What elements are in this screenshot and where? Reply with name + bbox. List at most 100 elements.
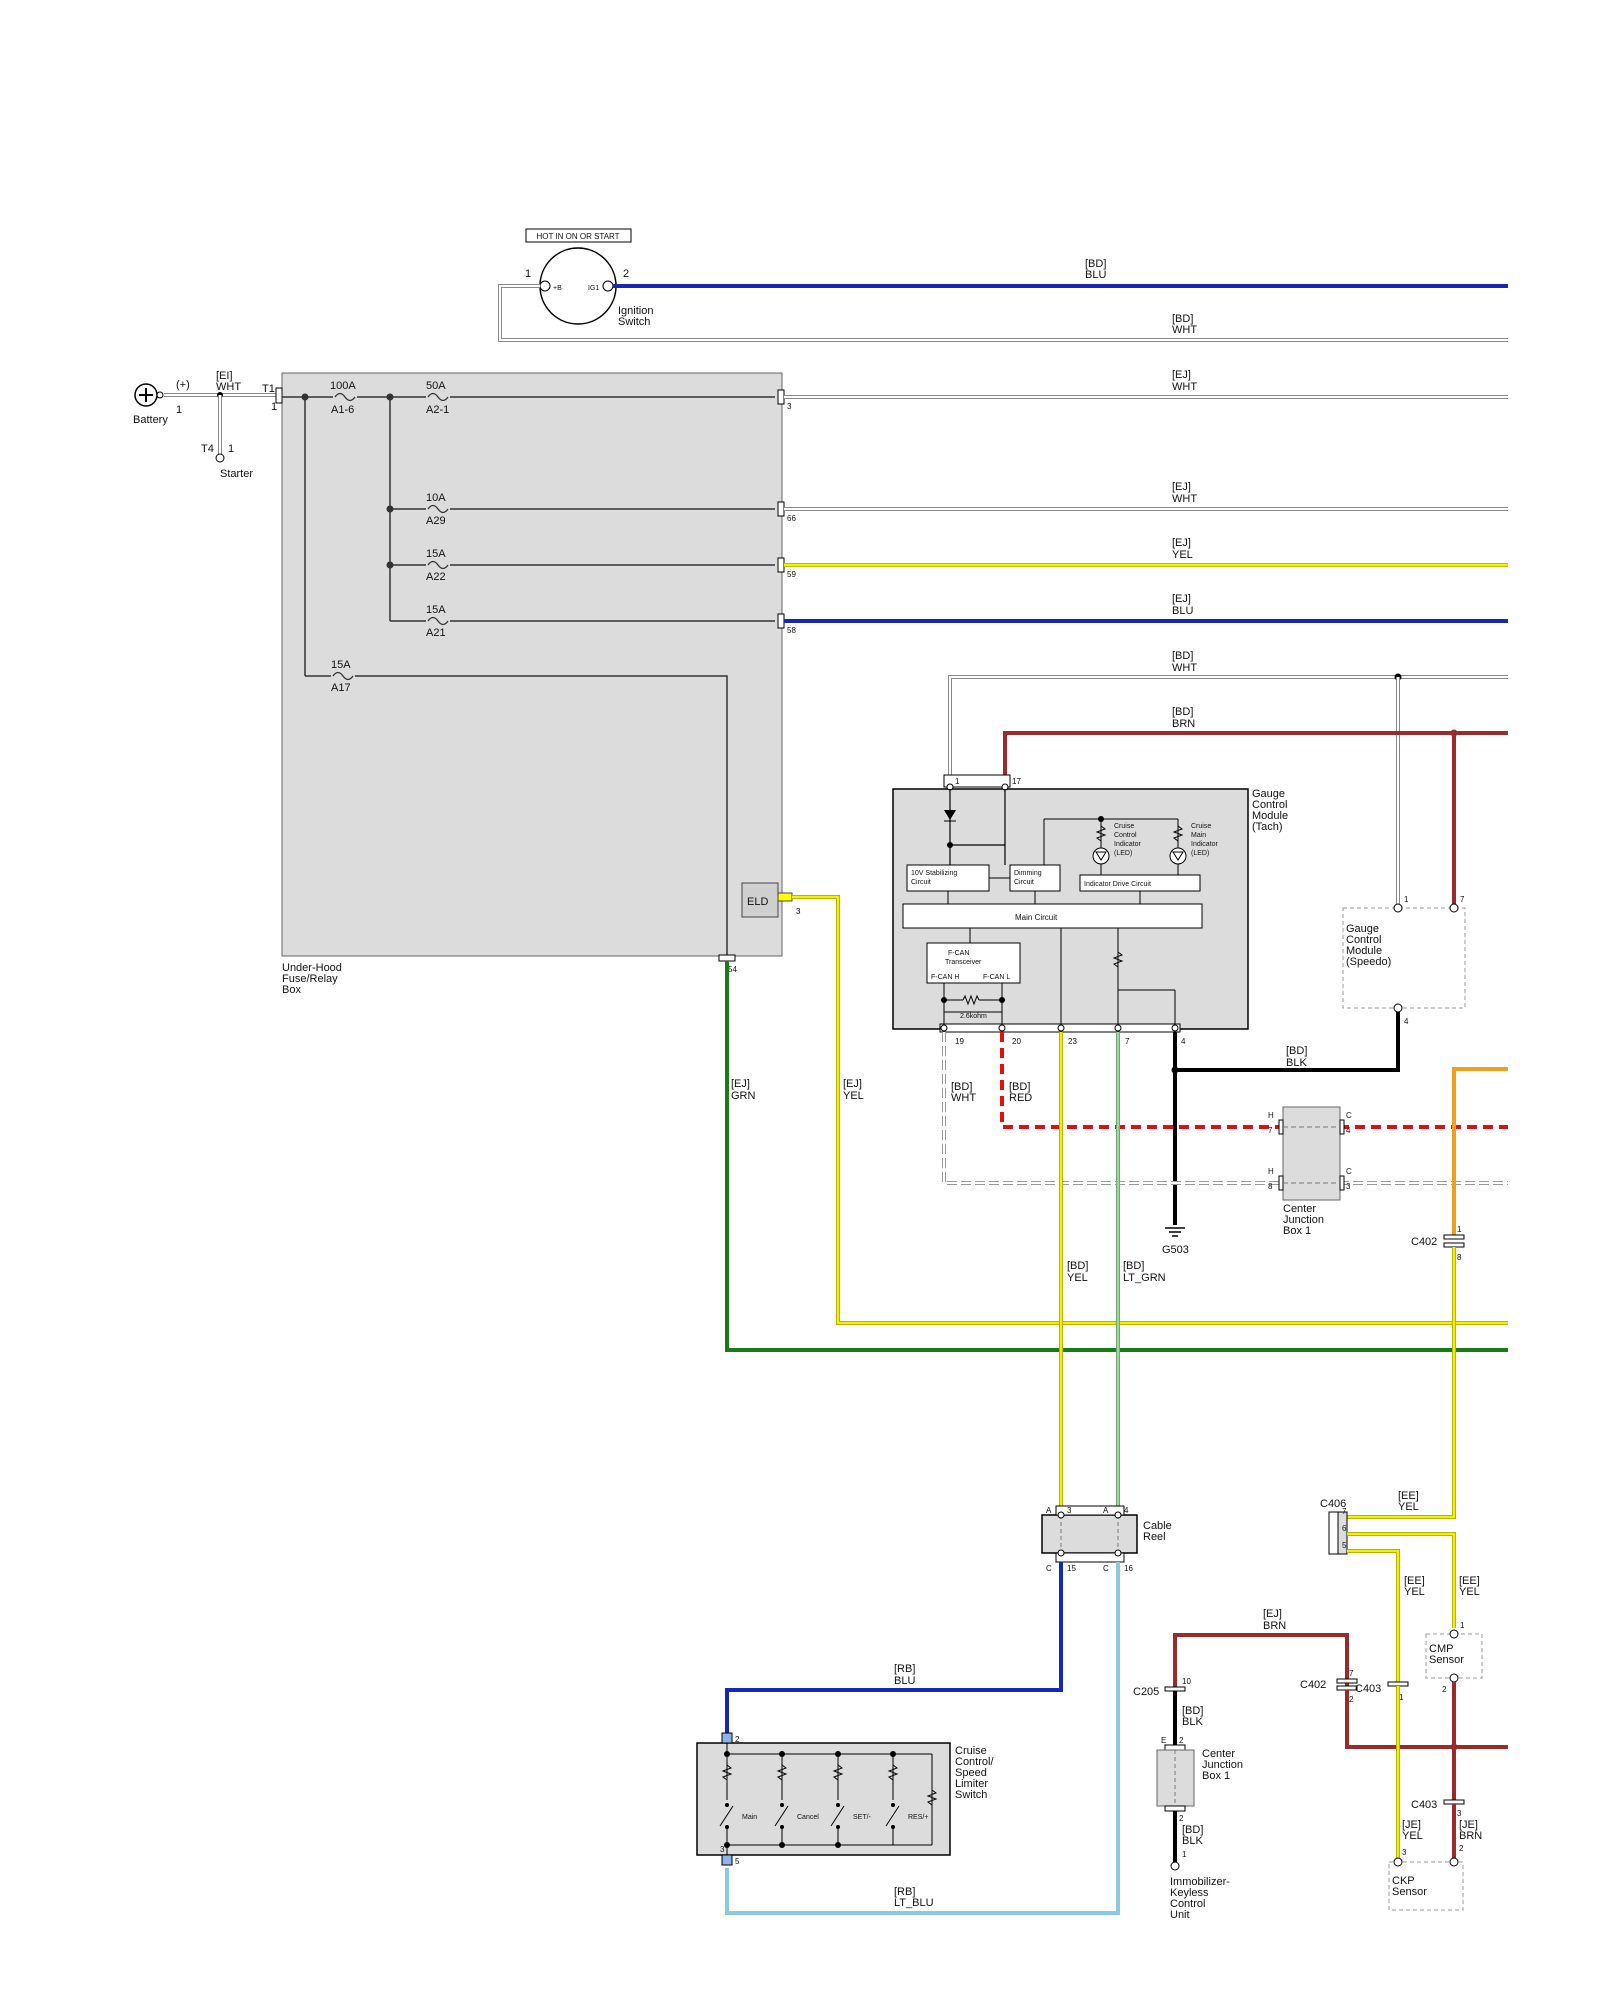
- svg-text:1: 1: [176, 404, 182, 416]
- svg-text:C402: C402: [1411, 1236, 1437, 1248]
- svg-text:Limiter: Limiter: [955, 1778, 988, 1790]
- svg-text:[EJ]: [EJ]: [731, 1078, 750, 1090]
- svg-text:20: 20: [1012, 1037, 1021, 1046]
- wire-bd-brn: [1003, 731, 1508, 785]
- svg-text:F-CAN: F-CAN: [948, 950, 969, 957]
- svg-text:A: A: [1103, 1506, 1109, 1515]
- svg-text:[EJ]: [EJ]: [843, 1078, 862, 1090]
- svg-text:A21: A21: [426, 627, 446, 639]
- svg-text:Junction: Junction: [1283, 1214, 1324, 1226]
- svg-text:Control: Control: [1114, 832, 1137, 839]
- svg-text:6: 6: [1342, 1524, 1347, 1533]
- svg-text:Circuit: Circuit: [1014, 879, 1034, 886]
- svg-text:Switch: Switch: [618, 316, 650, 328]
- svg-text:RES/+: RES/+: [908, 1814, 928, 1821]
- gauge-control-module-tach: 1 17 Gauge Control Module (Tach) 10V Sta…: [892, 774, 1288, 1046]
- fuse-a29: 10A A29: [426, 492, 450, 527]
- svg-text:[EJ]: [EJ]: [1172, 481, 1191, 493]
- svg-text:C: C: [1346, 1167, 1352, 1176]
- svg-text:Cruise: Cruise: [1191, 823, 1211, 830]
- svg-text:Sensor: Sensor: [1392, 1886, 1427, 1898]
- svg-text:[BD]: [BD]: [1067, 1260, 1088, 1272]
- svg-text:BRN: BRN: [1459, 1830, 1482, 1842]
- svg-text:2: 2: [1179, 1736, 1184, 1745]
- svg-text:BRN: BRN: [1263, 1620, 1286, 1632]
- svg-text:Indicator: Indicator: [1114, 841, 1142, 848]
- starter-terminal: [215, 453, 225, 463]
- svg-text:3: 3: [1067, 1506, 1072, 1515]
- svg-text:58: 58: [787, 626, 796, 635]
- svg-text:Starter: Starter: [220, 468, 253, 480]
- svg-text:[BD]: [BD]: [1172, 706, 1193, 718]
- svg-text:SET/-: SET/-: [853, 1814, 872, 1821]
- svg-text:BLK: BLK: [1286, 1057, 1307, 1069]
- svg-text:1: 1: [525, 268, 531, 280]
- svg-text:Indicator: Indicator: [1191, 841, 1219, 848]
- svg-text:Keyless: Keyless: [1170, 1887, 1209, 1899]
- svg-text:Main: Main: [1191, 832, 1206, 839]
- svg-text:59: 59: [787, 570, 796, 579]
- svg-text:C: C: [1346, 1111, 1352, 1120]
- svg-text:Switch: Switch: [955, 1789, 987, 1801]
- svg-text:7: 7: [1268, 1126, 1273, 1135]
- svg-text:10V Stabilizing: 10V Stabilizing: [911, 870, 957, 877]
- svg-text:[EJ]: [EJ]: [1172, 537, 1191, 549]
- svg-text:Control: Control: [1346, 934, 1381, 946]
- svg-text:Unit: Unit: [1170, 1909, 1190, 1921]
- svg-text:19: 19: [955, 1037, 964, 1046]
- svg-text:Indicator Drive Circuit: Indicator Drive Circuit: [1084, 881, 1151, 888]
- svg-text:1: 1: [271, 401, 277, 413]
- svg-text:16: 16: [1124, 1564, 1133, 1573]
- svg-text:CMP: CMP: [1429, 1643, 1453, 1655]
- svg-text:[EJ]: [EJ]: [1172, 593, 1191, 605]
- svg-text:Gauge: Gauge: [1252, 788, 1285, 800]
- svg-text:H: H: [1268, 1111, 1274, 1120]
- svg-text:5: 5: [735, 1857, 740, 1866]
- svg-text:LT_GRN: LT_GRN: [1123, 1272, 1166, 1284]
- connector-c205: C205 10: [1133, 1677, 1191, 1698]
- wire-rb-blu: [725, 1562, 1063, 1735]
- svg-text:Battery: Battery: [133, 414, 168, 426]
- svg-text:1: 1: [1182, 1850, 1187, 1859]
- connector-c402-upper: C402 1 8: [1411, 1225, 1465, 1262]
- svg-text:(+): (+): [176, 379, 190, 391]
- svg-text:[BD]: [BD]: [1182, 1705, 1203, 1717]
- svg-text:2: 2: [623, 268, 629, 280]
- svg-text:Box: Box: [282, 984, 301, 996]
- svg-text:7: 7: [1342, 1507, 1347, 1516]
- svg-text:T1: T1: [262, 383, 275, 395]
- svg-text:[BD]: [BD]: [1172, 650, 1193, 662]
- wire-ej-yel-eld: [792, 895, 1508, 1325]
- svg-text:Cable: Cable: [1143, 1520, 1172, 1532]
- svg-text:YEL: YEL: [1459, 1586, 1480, 1598]
- svg-text:[BD]: [BD]: [951, 1081, 972, 1093]
- svg-text:Gauge: Gauge: [1346, 923, 1379, 935]
- svg-text:7: 7: [1460, 895, 1465, 904]
- wire-bd-red: [1000, 1032, 1508, 1129]
- under-hood-fuse-box: T1 1 Under-Hood Fuse/Relay Box 100A A1-6…: [262, 372, 801, 996]
- svg-text:A: A: [1046, 1506, 1052, 1515]
- svg-text:WHT: WHT: [1172, 324, 1197, 336]
- svg-text:C: C: [1103, 1564, 1109, 1573]
- svg-text:2: 2: [1349, 1695, 1354, 1704]
- svg-text:BLU: BLU: [1085, 269, 1106, 281]
- svg-text:8: 8: [1268, 1182, 1273, 1191]
- svg-text:G503: G503: [1162, 1244, 1189, 1256]
- svg-text:C406: C406: [1320, 1498, 1346, 1510]
- svg-text:2: 2: [1442, 1685, 1447, 1694]
- svg-text:10A: 10A: [426, 492, 446, 504]
- ignition-switch: HOT IN ON OR START +B IG1 1 2 Ignition S…: [525, 228, 653, 328]
- wire-rb-lt-blu: [725, 1562, 1120, 1915]
- wire-ej-brn: [1173, 1633, 1349, 1687]
- svg-text:7: 7: [1125, 1037, 1130, 1046]
- svg-text:[BD]: [BD]: [1172, 313, 1193, 325]
- svg-text:4: 4: [1124, 1506, 1129, 1515]
- svg-text:[BD]: [BD]: [1182, 1824, 1203, 1836]
- svg-text:YEL: YEL: [1404, 1586, 1425, 1598]
- svg-text:Control: Control: [1252, 799, 1287, 811]
- svg-text:Ignition: Ignition: [618, 305, 653, 317]
- fuse-a22: 15A A22: [426, 548, 450, 583]
- ckp-sensor: 3 CKP Sensor: [1388, 1848, 1464, 1911]
- svg-text:50A: 50A: [426, 380, 446, 392]
- connector-c406: C406 7 6 5: [1320, 1498, 1348, 1555]
